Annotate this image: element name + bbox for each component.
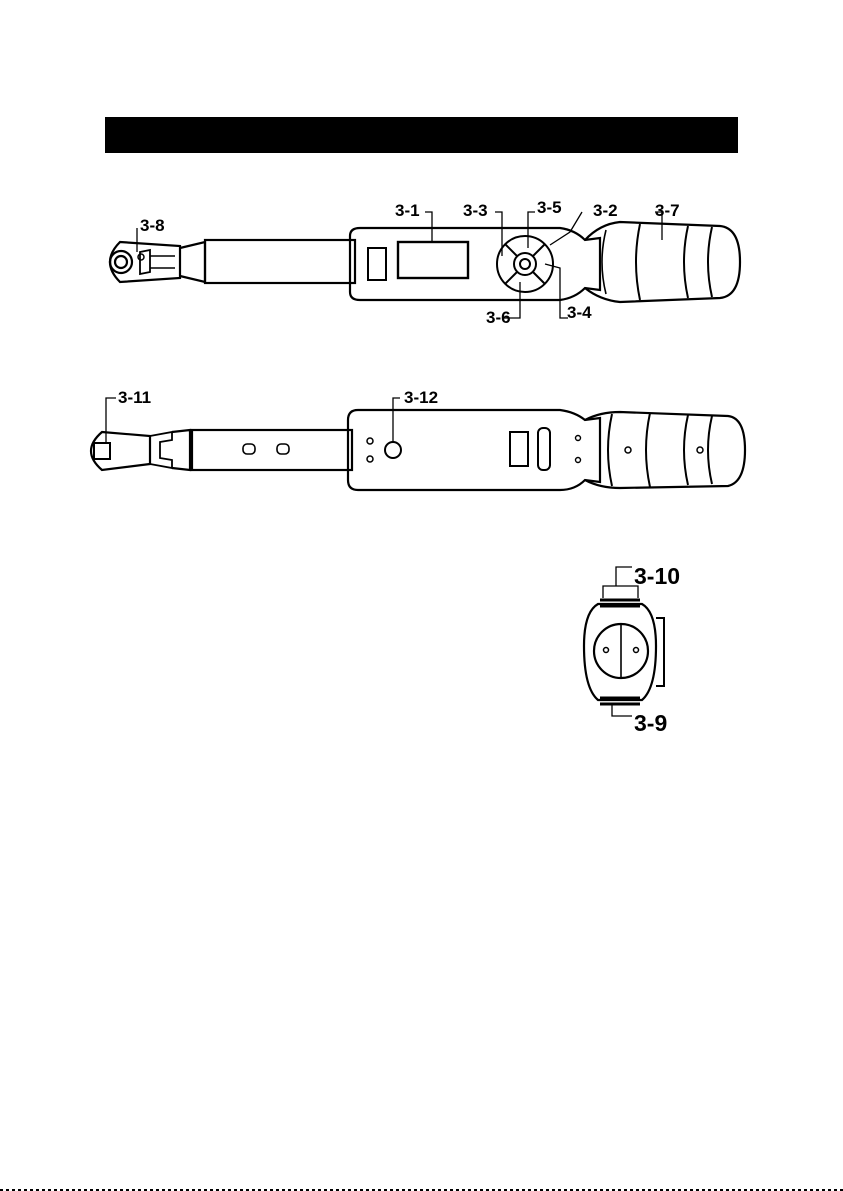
label-3-3: 3-3: [463, 201, 488, 220]
label-3-4: 3-4: [567, 303, 592, 322]
lcd-display: [398, 242, 468, 278]
ratchet-head-back: [91, 432, 150, 470]
square-drive-ring-front: [110, 251, 132, 273]
body-front: [350, 228, 600, 300]
square-drive-back: [94, 443, 110, 459]
label-3-1: 3-1: [395, 201, 420, 220]
label-3-9: 3-9: [634, 710, 667, 736]
label-3-8: 3-8: [140, 216, 165, 235]
label-3-6: 3-6: [486, 308, 511, 327]
wrench-end-view: [584, 600, 664, 704]
shaft-front: [205, 240, 355, 283]
label-3-11: 3-11: [118, 388, 151, 407]
shaft-back: [192, 430, 352, 470]
wrench-front-view: [110, 222, 740, 302]
label-3-5: 3-5: [537, 198, 562, 217]
label-3-7: 3-7: [655, 201, 680, 220]
button-cluster: [497, 236, 553, 292]
wrench-back-view: [91, 410, 745, 490]
data-connector: [385, 442, 401, 458]
label-3-10: 3-10: [634, 563, 680, 589]
ratchet-head-front: [110, 242, 180, 282]
label-3-2: 3-2: [593, 201, 618, 220]
label-3-12: 3-12: [404, 388, 438, 407]
